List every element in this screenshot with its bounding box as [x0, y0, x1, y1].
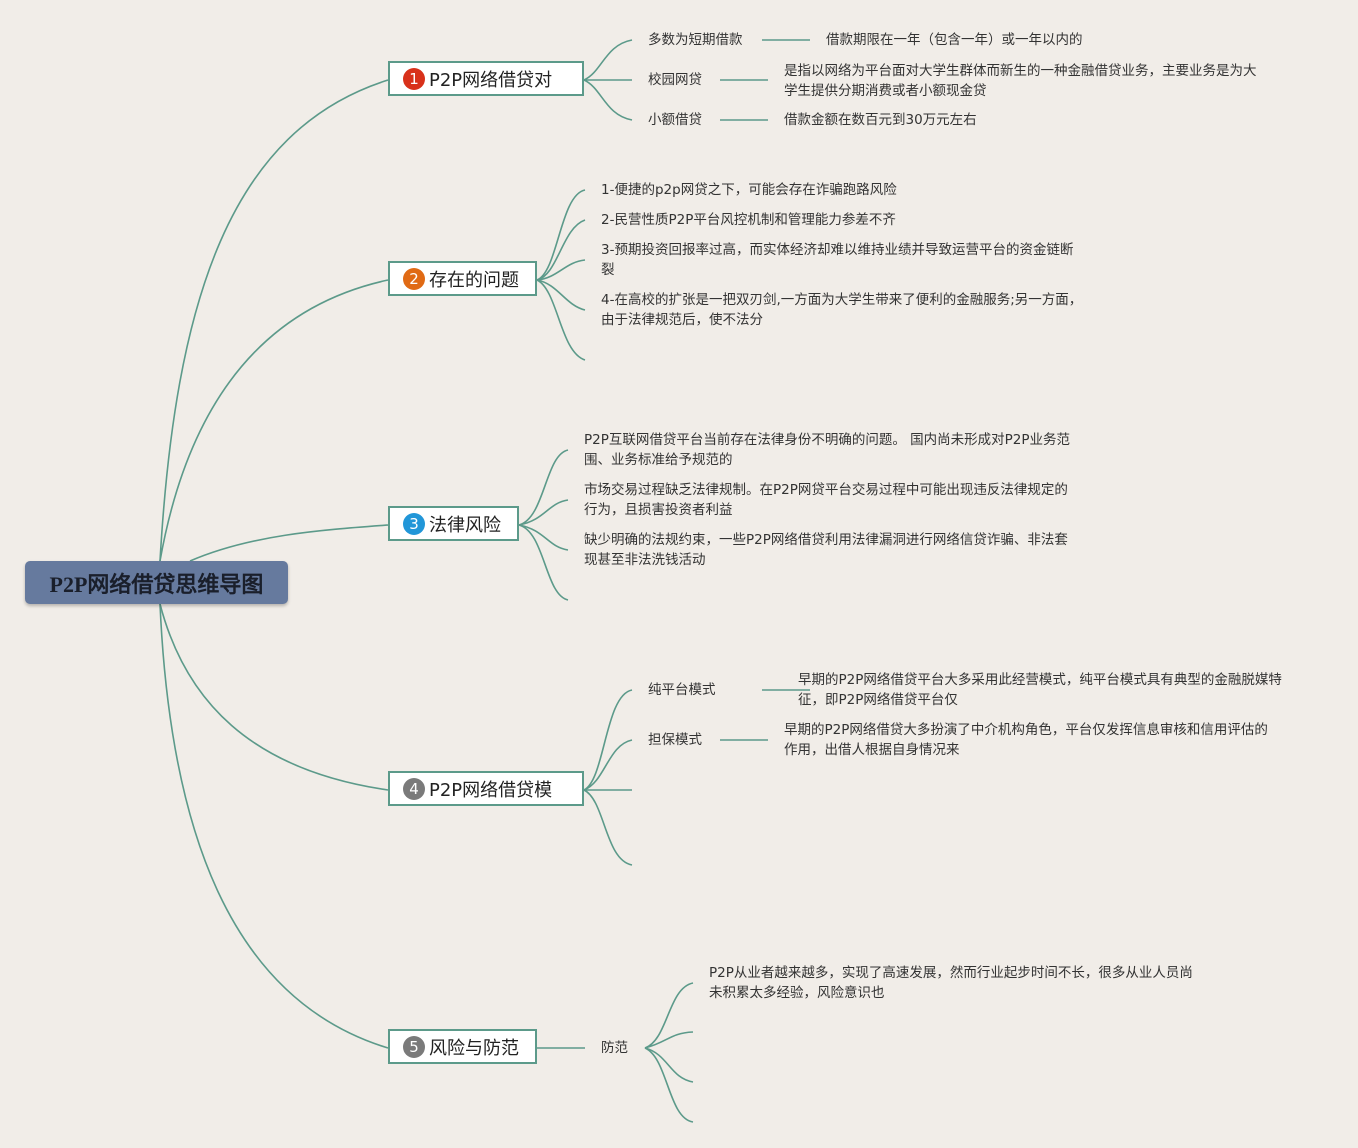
branch-topic-2[interactable]: 2 存在的问题: [388, 261, 537, 296]
root-topic[interactable]: P2P网络借贷思维导图: [25, 561, 288, 604]
branch-topic-5[interactable]: 5 风险与防范: [388, 1029, 537, 1064]
detail-1-2-line-2[interactable]: 学生提供分期消费或者小额现金贷: [784, 83, 987, 99]
number-1-badge-icon: 1: [403, 67, 425, 90]
subtopic-3-2-line-1[interactable]: 市场交易过程缺乏法律规制。在P2P网贷平台交易过程中可能出现违反法律规定的: [584, 482, 1068, 498]
detail-4-1-line-1[interactable]: 早期的P2P网络借贷平台大多采用此经营模式，纯平台模式具有典型的金融脱媒特: [798, 672, 1282, 688]
subtopic-2-3-line-2[interactable]: 裂: [601, 262, 615, 278]
subtopic-2-4-line-2[interactable]: 由于法律规范后，使不法分: [601, 312, 763, 328]
subtopic-1-2[interactable]: 校园网贷: [648, 72, 702, 88]
branch-topic-4[interactable]: 4 P2P网络借贷模: [388, 771, 584, 806]
detail-1-1[interactable]: 借款期限在一年（包含一年）或一年以内的: [826, 32, 1083, 48]
detail-4-2-line-1[interactable]: 早期的P2P网络借贷大多扮演了中介机构角色，平台仅发挥信息审核和信用评估的: [784, 722, 1268, 738]
subtopic-3-1-line-1[interactable]: P2P互联网借贷平台当前存在法律身份不明确的问题。 国内尚未形成对P2P业务范: [584, 432, 1071, 448]
branch-label-5: 风险与防范: [429, 1037, 519, 1059]
detail-4-1-line-2[interactable]: 征，即P2P网络借贷平台仅: [798, 692, 958, 708]
branch-label-4: P2P网络借贷模: [429, 779, 553, 801]
number-4-badge-icon: 4: [403, 777, 425, 800]
detail-5-1-line-2[interactable]: 未积累太多经验，风险意识也: [709, 985, 885, 1001]
branch-label-3: 法律风险: [429, 514, 501, 536]
subtopic-2-4-line-1[interactable]: 4-在高校的扩张是一把双刃剑,一方面为大学生带来了便利的金融服务;另一方面，: [601, 292, 1083, 308]
branch-topic-3[interactable]: 3 法律风险: [388, 506, 519, 541]
subtopic-5-1[interactable]: 防范: [601, 1040, 628, 1056]
subtopic-1-3[interactable]: 小额借贷: [648, 112, 702, 128]
subtopic-3-3-line-1[interactable]: 缺少明确的法规约束，一些P2P网络借贷利用法律漏洞进行网络信贷诈骗、非法套: [584, 532, 1068, 548]
subtopic-2-2[interactable]: 2-民营性质P2P平台风控机制和管理能力参差不齐: [601, 212, 896, 228]
detail-1-2-line-1[interactable]: 是指以网络为平台面对大学生群体而新生的一种金融借贷业务，主要业务是为大: [784, 63, 1257, 79]
detail-4-2-line-2[interactable]: 作用，出借人根据自身情况来: [784, 742, 960, 758]
subtopic-2-3-line-1[interactable]: 3-预期投资回报率过高，而实体经济却难以维持业绩并导致运营平台的资金链断: [601, 242, 1074, 258]
number-2-badge-icon: 2: [403, 267, 425, 290]
subtopic-3-1-line-2[interactable]: 围、业务标准给予规范的: [584, 452, 733, 468]
subtopic-1-1[interactable]: 多数为短期借款: [648, 32, 743, 48]
subtopic-4-2[interactable]: 担保模式: [648, 732, 702, 748]
number-5-badge-icon: 5: [403, 1035, 425, 1058]
number-3-badge-icon: 3: [403, 512, 425, 535]
subtopic-3-2-line-2[interactable]: 行为，且损害投资者利益: [584, 502, 733, 518]
branch-topic-1[interactable]: 1 P2P网络借贷对: [388, 61, 584, 96]
detail-1-3[interactable]: 借款金额在数百元到30万元左右: [784, 112, 977, 128]
branch-label-2: 存在的问题: [429, 269, 519, 291]
subtopic-3-3-line-2[interactable]: 现甚至非法洗钱活动: [584, 552, 706, 568]
branch-label-1: P2P网络借贷对: [429, 69, 553, 91]
detail-5-1-line-1[interactable]: P2P从业者越来越多，实现了高速发展，然而行业起步时间不长，很多从业人员尚: [709, 965, 1193, 981]
subtopic-2-1[interactable]: 1-便捷的p2p网贷之下，可能会存在诈骗跑路风险: [601, 182, 897, 198]
subtopic-4-1[interactable]: 纯平台模式: [648, 682, 716, 698]
